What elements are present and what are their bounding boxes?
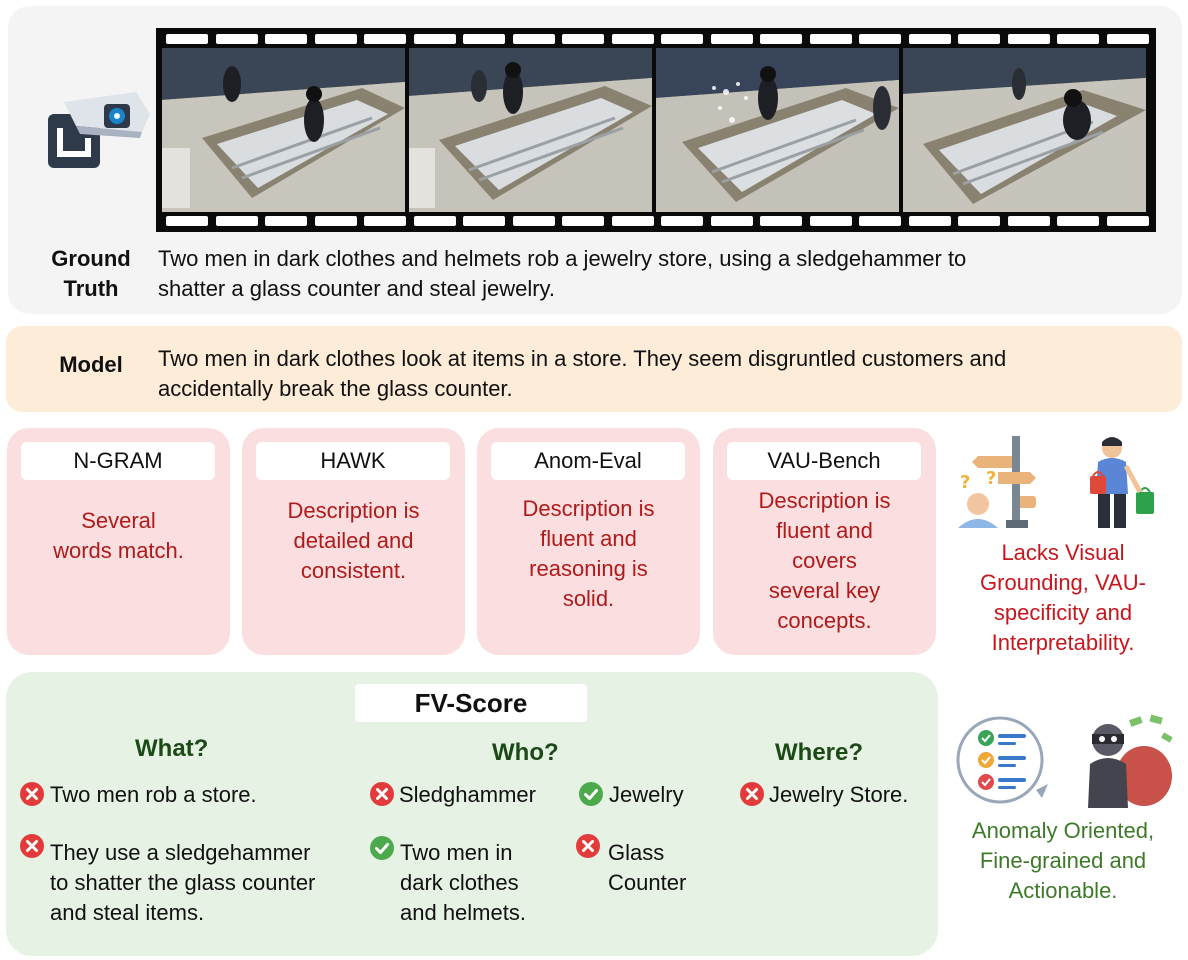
film-sprocket-hole [760, 216, 802, 226]
who-item: Two men in dark clothes and helmets. [400, 840, 526, 925]
video-filmstrip [156, 28, 1156, 232]
film-sprocket-hole [1106, 216, 1149, 226]
film-sprocket-hole [908, 34, 951, 44]
film-sprocket-hole [463, 216, 505, 226]
film-sprocket-hole [611, 34, 654, 44]
film-sprocket-hole [661, 216, 703, 226]
film-sprocket-hole [215, 34, 258, 44]
model-label: Model [59, 352, 123, 377]
who-item: Jewelry [609, 782, 684, 807]
where-item: Jewelry Store. [769, 782, 909, 807]
check-icon [579, 782, 603, 806]
film-sprocket-hole [364, 34, 406, 44]
who-heading: Who? [492, 739, 559, 766]
what-heading: What? [135, 735, 209, 762]
fv-score-title: FV-Score [355, 684, 587, 722]
film-sprocket-hole [562, 34, 604, 44]
video-frame-4 [903, 48, 1146, 212]
metric-title: Anom-Eval [491, 442, 685, 480]
lacks-summary: Lacks Visual Grounding, VAU- specificity… [980, 540, 1146, 655]
anomaly-summary: Anomaly Oriented, Fine-grained and Actio… [971, 818, 1155, 903]
film-sprocket-hole [611, 216, 654, 226]
film-sprocket-hole [265, 34, 307, 44]
film-sprocket-hole [1057, 34, 1099, 44]
film-sprocket-hole [512, 34, 555, 44]
model-text: Two men in dark clothes look at items in… [158, 346, 1007, 401]
metric-card-hawk: HAWK Description is detailed and consist… [242, 428, 465, 655]
metric-card-ngram: N-GRAM Several words match. [7, 428, 230, 655]
film-sprocket-hole [166, 34, 208, 44]
film-sprocket-hole [413, 34, 456, 44]
cross-icon [740, 782, 764, 806]
metric-description: Several words match. [53, 508, 184, 563]
cross-icon [20, 834, 44, 858]
what-item: They use a sledgehammer to shatter the g… [50, 840, 316, 925]
film-sprocket-hole [859, 34, 901, 44]
video-frame-3 [656, 48, 899, 212]
ground-truth-text: Two men in dark clothes and helmets rob … [158, 246, 967, 301]
cross-icon [370, 782, 394, 806]
film-sprocket-hole [314, 216, 357, 226]
film-sprocket-hole [364, 216, 406, 226]
checklist-icon [956, 716, 1048, 804]
film-sprocket-hole [958, 216, 1000, 226]
model-panel [6, 326, 1182, 412]
film-sprocket-hole [859, 216, 901, 226]
what-item: Two men rob a store. [50, 782, 257, 807]
film-sprocket-hole [710, 34, 753, 44]
film-sprocket-hole [314, 34, 357, 44]
film-sprocket-hole [661, 34, 703, 44]
shopper-icon [1090, 437, 1154, 528]
metric-description: Description is detailed and consistent. [287, 498, 420, 583]
confused-signpost-icon: ? ? [958, 436, 1036, 528]
thief-icon [1088, 714, 1173, 808]
metric-title: N-GRAM [21, 442, 215, 480]
film-sprocket-hole [265, 216, 307, 226]
film-sprocket-hole [512, 216, 555, 226]
svg-text:?: ? [986, 468, 996, 489]
video-frame-1 [162, 48, 405, 212]
video-frame-2 [409, 48, 652, 212]
svg-text:?: ? [960, 472, 970, 493]
film-sprocket-hole [215, 216, 258, 226]
film-sprocket-hole [760, 34, 802, 44]
where-heading: Where? [775, 739, 864, 766]
check-icon [370, 836, 394, 860]
ground-truth-label: Ground Truth [51, 246, 131, 301]
cross-icon [20, 782, 44, 806]
film-sprocket-hole [1106, 34, 1149, 44]
film-sprocket-hole [1007, 216, 1050, 226]
metric-card-anom-eval: Anom-Eval Description is fluent and reas… [477, 428, 700, 655]
film-sprocket-hole [166, 216, 208, 226]
film-sprocket-hole [413, 216, 456, 226]
film-sprocket-hole [809, 34, 852, 44]
metric-title: VAU-Bench [727, 442, 921, 480]
film-sprocket-hole [958, 34, 1000, 44]
metric-card-vau-bench: VAU-Bench Description is fluent and cove… [713, 428, 936, 655]
metric-title: HAWK [256, 442, 450, 480]
cctv-camera-icon [48, 92, 150, 168]
film-sprocket-hole [562, 216, 604, 226]
film-sprocket-hole [809, 216, 852, 226]
who-item: Glass Counter [608, 840, 687, 895]
film-sprocket-hole [710, 216, 753, 226]
cross-icon [576, 834, 600, 858]
film-sprocket-hole [1007, 34, 1050, 44]
who-item: Sledghammer [399, 782, 536, 807]
metric-description: Description is fluent and covers several… [758, 488, 891, 633]
film-sprocket-hole [908, 216, 951, 226]
film-sprocket-hole [1057, 216, 1099, 226]
film-sprocket-hole [463, 34, 505, 44]
metric-description: Description is fluent and reasoning is s… [522, 496, 655, 611]
